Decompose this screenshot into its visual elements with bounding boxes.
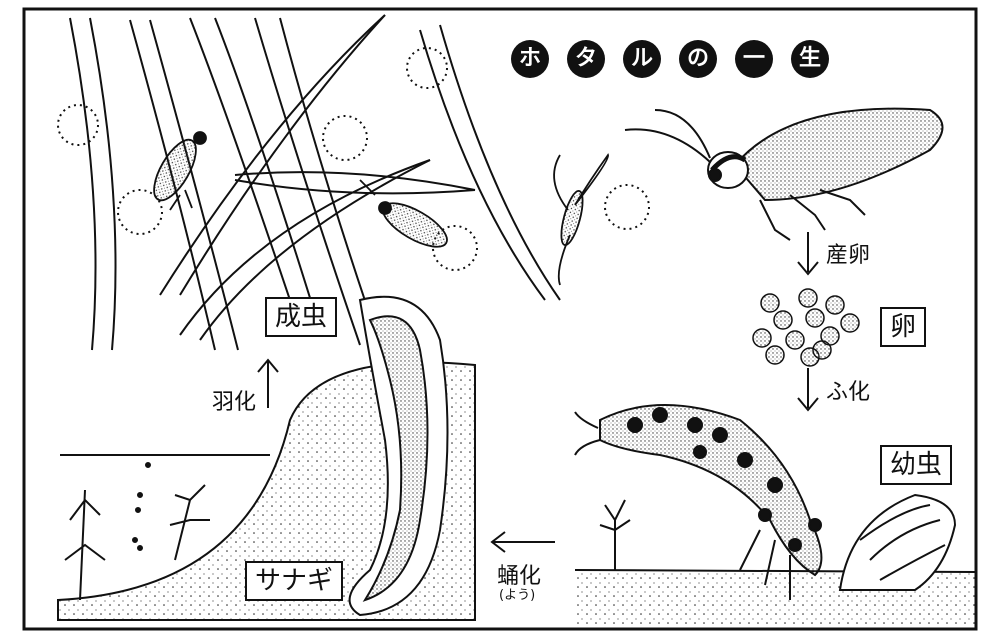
title-char-sei: 生 <box>791 40 829 78</box>
title-char-ichi: 一 <box>735 40 773 78</box>
title-char-ta: タ <box>567 40 605 78</box>
title-char-no: の <box>679 40 717 78</box>
label-emergence: 羽化 <box>212 384 256 416</box>
label-hatching: ふ化 <box>826 374 870 406</box>
label-pupation-reading: (よう) <box>499 584 535 603</box>
flying-firefly <box>554 155 608 285</box>
title-char-ho: ホ <box>511 40 549 78</box>
large-adult-firefly <box>625 109 943 240</box>
larva-scene <box>575 405 976 627</box>
label-larva: 幼虫 <box>880 445 952 485</box>
eggs <box>753 289 859 366</box>
label-pupa: サナギ <box>245 561 343 601</box>
label-oviposition: 産卵 <box>826 237 870 269</box>
title-char-ru: ル <box>623 40 661 78</box>
label-egg: 卵 <box>880 307 926 347</box>
label-adult: 成虫 <box>265 297 337 337</box>
firefly-on-grass-1 <box>146 132 206 210</box>
